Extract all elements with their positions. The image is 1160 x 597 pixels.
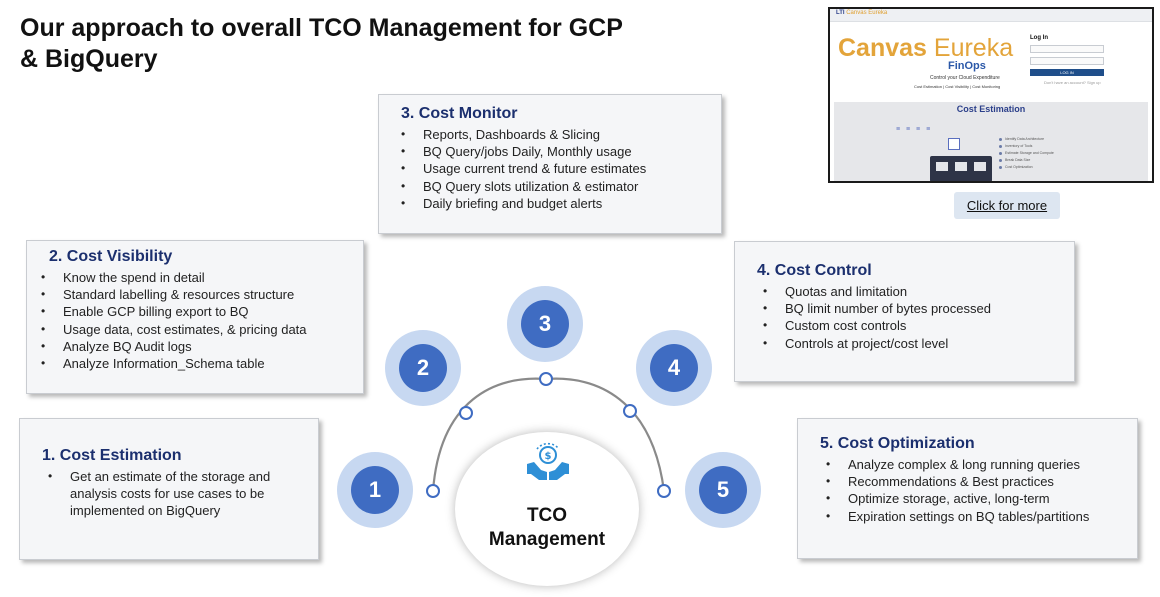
cost-monitor-box: 3. Cost Monitor Reports, Dashboards & Sl… [378,94,722,234]
cost-control-list: Quotas and limitation BQ limit number of… [757,283,1060,352]
list-item: BQ limit number of bytes processed [757,300,1060,317]
node-1: 1 [337,452,413,528]
list-item: Enable GCP billing export to BQ [35,303,349,320]
list-item: Controls at project/cost level [757,335,1060,352]
cost-optimization-box: 5. Cost Optimization Analyze complex & l… [797,418,1138,559]
screenshot-feature-list: Identify Data Architecture Inventory of … [999,136,1054,171]
screenshot-brand: Canvas Eureka [838,35,1013,61]
node-5-number: 5 [699,466,747,514]
node-5: 5 [685,452,761,528]
cost-estimation-heading: 1. Cost Estimation [42,447,182,464]
money-hands-icon: $ [527,442,569,480]
list-item: Optimize storage, active, long-term [820,490,1123,507]
node-3: 3 [507,286,583,362]
list-item: Analyze complex & long running queries [820,456,1123,473]
tco-label: TCO Management [455,504,639,552]
tco-label-line2: Management [488,529,606,550]
list-item: BQ Query/jobs Daily, Monthly usage [395,143,707,160]
screenshot-email-field [1030,45,1104,53]
arc-dot [623,404,637,418]
click-for-more-link[interactable]: Click for more [954,192,1060,219]
list-item: Analyze BQ Audit logs [35,338,349,355]
list-item: Get an estimate of the storage and analy… [42,468,304,520]
cost-monitor-list: Reports, Dashboards & Slicing BQ Query/j… [395,126,707,212]
list-item: Know the spend in detail [35,269,349,286]
cost-control-box: 4. Cost Control Quotas and limitation BQ… [734,241,1075,382]
list-item: Quotas and limitation [757,283,1060,300]
screenshot-top-bar: LTI Canvas Eureka [830,9,1152,22]
screenshot-tagline: Control your Cloud Expenditure [930,75,1000,81]
screenshot-illustration-monitor [930,156,992,181]
list-item: Recommendations & Best practices [820,473,1123,490]
screenshot-login-heading: Log In [1030,35,1048,41]
screenshot-bar-logo: LTI Canvas Eureka [836,10,888,16]
node-4-number: 4 [650,344,698,392]
cost-visibility-heading: 2. Cost Visibility [49,248,173,265]
list-item: Standard labelling & resources structure [35,286,349,303]
screenshot-product: FinOps [948,60,986,72]
cost-visibility-box: 2. Cost Visibility Know the spend in det… [26,240,364,394]
list-item: Daily briefing and budget alerts [395,195,707,212]
tco-label-line1: TCO [526,505,568,526]
cost-estimation-box: 1. Cost Estimation Get an estimate of th… [19,418,319,560]
screenshot-tagline-sub: Cost Estimation | Cost Visibility | Cost… [914,84,1001,89]
arc-dot [539,372,553,386]
svg-text:$: $ [545,451,552,462]
list-item: Expiration settings on BQ tables/partiti… [820,508,1123,525]
brand-bold: Canvas [838,34,927,62]
node-1-number: 1 [351,466,399,514]
list-item: BQ Query slots utilization & estimator [395,178,707,195]
arc-dot [657,484,671,498]
arc-dot [459,406,473,420]
cost-estimation-list: Get an estimate of the storage and analy… [42,468,304,520]
node-3-number: 3 [521,300,569,348]
list-item: Reports, Dashboards & Slicing [395,126,707,143]
list-item: Analyze Information_Schema table [35,355,349,372]
list-item: Custom cost controls [757,317,1060,334]
screenshot-forgot-link: Don't have an account? Sign up [1044,80,1101,85]
list-item: Usage data, cost estimates, & pricing da… [35,321,349,338]
screenshot-login-panel: LTI Canvas Eureka Canvas Eureka FinOps C… [830,9,1152,101]
screenshot-password-field [1030,57,1104,65]
page-title: Our approach to overall TCO Management f… [20,14,623,73]
screenshot-estimation-panel: Cost Estimation ≡ ≡ ≡ ≡ Identify Data Ar… [834,102,1148,181]
cost-optimization-list: Analyze complex & long running queries R… [820,456,1123,525]
cost-visibility-list: Know the spend in detail Standard labell… [35,269,349,372]
screenshot-login-button: LOG IN [1030,69,1104,76]
list-item: Usage current trend & future estimates [395,160,707,177]
arc-dot [426,484,440,498]
app-screenshot-thumbnail[interactable]: LTI Canvas Eureka Canvas Eureka FinOps C… [828,7,1154,183]
screenshot-illustration-doc [948,138,960,150]
cost-control-heading: 4. Cost Control [757,262,872,279]
screenshot-illustration-dots: ≡ ≡ ≡ ≡ [896,126,933,133]
screenshot-panel-title: Cost Estimation [956,104,1026,114]
node-2: 2 [385,330,461,406]
brand-light: Eureka [926,34,1014,62]
tco-center-circle: $ TCO Management [455,432,639,586]
node-2-number: 2 [399,344,447,392]
node-4: 4 [636,330,712,406]
cost-optimization-heading: 5. Cost Optimization [820,435,975,452]
cost-monitor-heading: 3. Cost Monitor [401,105,518,122]
